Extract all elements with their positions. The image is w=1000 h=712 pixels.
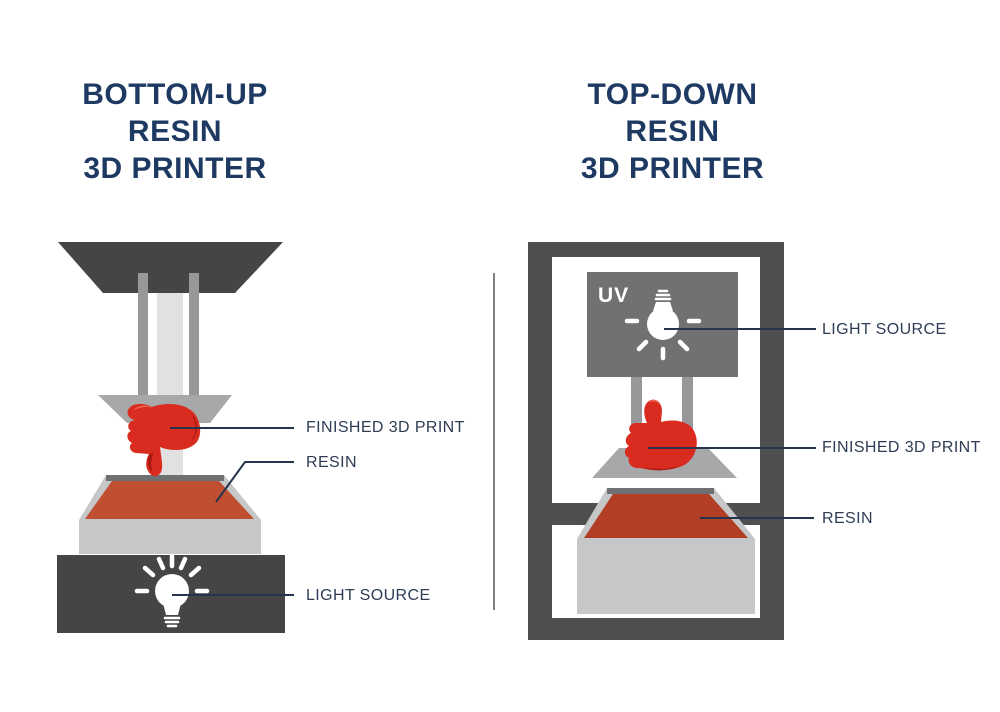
thumbs-up-print-icon bbox=[624, 399, 697, 471]
z-rod-left bbox=[631, 377, 642, 448]
leader-resin-left bbox=[215, 461, 294, 503]
vat-rim bbox=[106, 475, 224, 481]
bottom-up-title-line3: 3D PRINTER bbox=[83, 152, 267, 185]
frame-right-bar bbox=[760, 242, 784, 640]
top-down-printer-diagram bbox=[528, 242, 784, 640]
bottom-up-title-line1: BOTTOM-UP bbox=[82, 78, 268, 111]
resin-surface bbox=[85, 481, 254, 519]
thumbs-down-drip-shadow bbox=[148, 453, 154, 473]
z-rod-right bbox=[189, 273, 199, 395]
bulb-glass bbox=[647, 308, 679, 340]
bulb-cap bbox=[653, 302, 673, 311]
bulb-neck bbox=[163, 603, 181, 615]
resin-surface bbox=[584, 494, 748, 538]
z-rod-right bbox=[682, 377, 693, 448]
leader-lines bbox=[170, 328, 816, 596]
label-light-source-right: LIGHT SOURCE bbox=[822, 321, 947, 338]
uv-light-bulb-icon bbox=[624, 289, 702, 361]
bulb-ray bbox=[178, 556, 188, 571]
thumbs-down-shadow bbox=[190, 413, 197, 441]
z-rod-left bbox=[138, 273, 148, 395]
thumbs-down-print-icon bbox=[127, 403, 201, 477]
thumbs-down-highlight bbox=[133, 405, 153, 411]
bulb-ray bbox=[142, 565, 156, 578]
label-resin-left: RESIN bbox=[306, 454, 357, 471]
light-bulb-icon bbox=[134, 553, 210, 628]
vat-rim bbox=[607, 488, 714, 494]
bulb-ray bbox=[677, 339, 690, 352]
thumbs-up-highlight bbox=[649, 399, 660, 406]
frame-left-bar bbox=[528, 242, 552, 640]
label-light-source-left: LIGHT SOURCE bbox=[306, 587, 431, 604]
thumbs-down-hand bbox=[127, 403, 201, 477]
bottom-up-title-line2: RESIN bbox=[127, 115, 223, 148]
thumbs-up-hand bbox=[624, 399, 697, 471]
bulb-ray bbox=[636, 339, 649, 352]
thumbs-up-shadow bbox=[642, 463, 684, 471]
label-resin-right: RESIN bbox=[822, 510, 873, 527]
label-finished-print-right: FINISHED 3D PRINT bbox=[822, 439, 981, 456]
bulb-ray bbox=[188, 565, 202, 578]
resin-vat bbox=[79, 475, 261, 554]
resin-vat bbox=[577, 488, 755, 614]
frame-top-bar bbox=[528, 242, 784, 257]
uv-label: UV bbox=[598, 284, 630, 307]
top-down-title-line3: 3D PRINTER bbox=[580, 152, 765, 185]
bottom-up-printer-diagram bbox=[57, 242, 285, 633]
top-down-title-line1: TOP-DOWN bbox=[587, 78, 758, 111]
top-down-title: TOP-DOWN RESIN 3D PRINTER bbox=[530, 76, 815, 187]
bottom-up-title: BOTTOM-UP RESIN 3D PRINTER bbox=[35, 76, 315, 187]
top-plate bbox=[58, 242, 283, 293]
bulb-ray bbox=[156, 556, 166, 571]
label-finished-print-left: FINISHED 3D PRINT bbox=[306, 419, 465, 436]
bulb-glass bbox=[155, 574, 189, 608]
frame-bottom-bar bbox=[528, 618, 784, 640]
top-down-title-line2: RESIN bbox=[625, 115, 720, 148]
